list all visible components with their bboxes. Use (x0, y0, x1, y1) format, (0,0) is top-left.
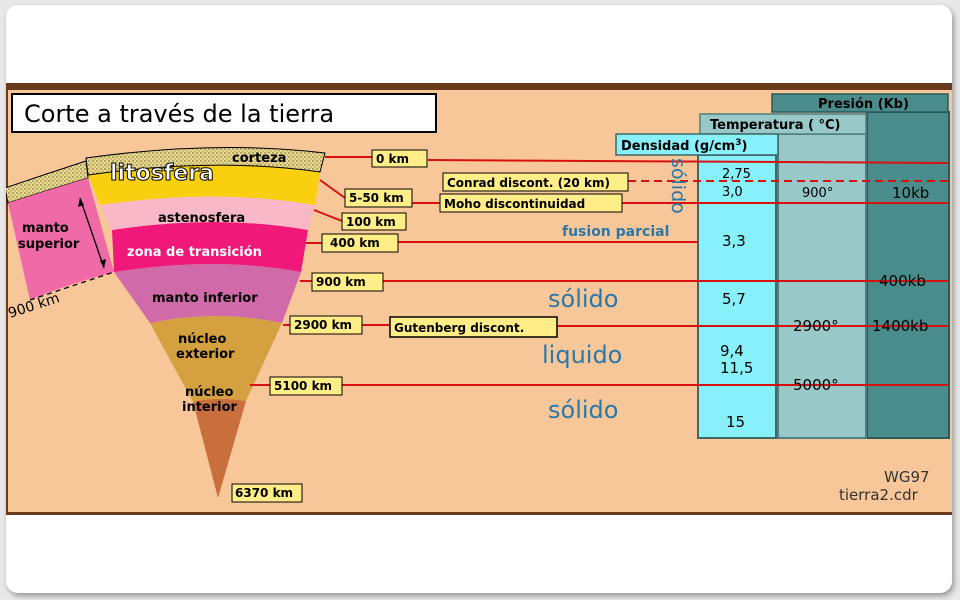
side-900-dash (29, 271, 115, 301)
label-manto-superior-2: superior (18, 237, 80, 252)
pressure-400: 400kb (879, 272, 926, 290)
density-15: 15 (726, 413, 745, 431)
density-header (615, 133, 779, 156)
box-gutenberg (389, 316, 558, 338)
density-header-sup: 3 (735, 138, 741, 148)
layer-asthenosphere (100, 196, 315, 230)
density-57: 5,7 (722, 290, 746, 308)
discont-conrad: Conrad discont. (20 km) (447, 176, 610, 190)
pressure-header-label: Presión (Kb) (818, 97, 909, 112)
density-33: 3,3 (722, 232, 746, 250)
layer-outer-core (150, 316, 282, 402)
side-depth-arrow (79, 197, 105, 269)
label-manto-superior-1: manto (22, 221, 69, 236)
depth-5-50km: 5-50 km (349, 191, 404, 205)
depth-labels: 0 km 5-50 km 100 km 400 km 900 km 2900 k… (231, 149, 629, 503)
label-transicion: zona de transición (127, 245, 262, 260)
box-conrad (442, 172, 629, 192)
layer-crust (85, 147, 326, 176)
state-fusion-parcial: fusion parcial (562, 224, 669, 240)
density-275: 2,75 (722, 167, 751, 182)
box-900km (311, 272, 384, 292)
density-30: 3,0 (722, 185, 743, 200)
line-100km (313, 209, 343, 222)
box-0km (371, 149, 428, 168)
slide: Corte a través de la tierra Presión (Kb)… (6, 5, 952, 593)
discont-gutenberg: Gutenberg discont. (394, 321, 524, 335)
state-solido-1: sólido (548, 285, 618, 313)
pressure-header (771, 93, 949, 113)
density-94: 9,4 (720, 342, 744, 360)
label-corteza: corteza (232, 151, 286, 166)
earth-cross-section-diagram: Corte a través de la tierra Presión (Kb)… (6, 83, 952, 515)
state-solido-2: sólido (548, 396, 618, 424)
depth-900km: 900 km (316, 275, 366, 289)
box-moho (439, 193, 623, 213)
depth-lines (250, 156, 949, 386)
box-5100km (269, 376, 343, 396)
temperature-header-label: Temperatura ( °C) (710, 118, 840, 133)
temperature-column (777, 133, 867, 439)
density-header-close: ) (741, 139, 747, 154)
box-6370km (231, 483, 303, 503)
side-arrow-head-bottom (100, 259, 106, 268)
layer-transition-zone (112, 222, 308, 272)
depth-400km: 400 km (330, 236, 380, 250)
temperature-header (699, 113, 867, 135)
label-astenosfera: astenosfera (158, 211, 245, 226)
label-nucleo-exterior-1: núcleo (178, 332, 226, 347)
label-manto-inferior: manto inferior (152, 291, 258, 306)
depth-100km: 100 km (346, 215, 396, 229)
depth-0km: 0 km (376, 152, 409, 166)
credit-line2: tierra2.cdr (839, 486, 919, 504)
temperature-5000: 5000° (793, 376, 839, 394)
pressure-10: 10kb (892, 184, 929, 202)
box-400km (321, 233, 399, 253)
label-litosfera: litosfera (110, 161, 214, 186)
layer-lithosphere (88, 165, 320, 205)
density-header-text: Densidad (g/cm (621, 139, 735, 154)
line-5-50km (319, 179, 346, 199)
credit-line1: WG97 (884, 468, 930, 486)
depth-5100km: 5100 km (274, 379, 332, 393)
depth-6370km: 6370 km (235, 486, 293, 500)
density-115: 11,5 (720, 359, 753, 377)
title-box (11, 93, 437, 133)
side-arrow-head-top (78, 198, 84, 207)
temperature-900: 900° (802, 186, 833, 201)
label-nucleo-exterior-2: exterior (176, 347, 235, 362)
box-5-50km (344, 188, 413, 208)
state-solido-vertical: sólido (667, 158, 689, 214)
discont-moho: Moho discontinuidad (444, 197, 585, 211)
state-liquido: liquido (542, 341, 622, 369)
label-nucleo-interior-2: interior (182, 400, 238, 415)
line-0km-long (427, 159, 949, 164)
temperature-2900: 2900° (793, 317, 839, 335)
box-2900km (289, 315, 363, 335)
layer-lower-mantle (114, 264, 301, 323)
density-header-label: Densidad (g/cm3) (621, 138, 747, 154)
layer-inner-core (193, 398, 246, 498)
box-100km (341, 212, 407, 231)
depth-2900km: 2900 km (294, 318, 352, 332)
pressure-1400: 1400kb (872, 317, 928, 335)
side-upper-mantle (8, 178, 114, 300)
title: Corte a través de la tierra (24, 100, 334, 128)
label-nucleo-interior-1: núcleo (185, 385, 233, 400)
